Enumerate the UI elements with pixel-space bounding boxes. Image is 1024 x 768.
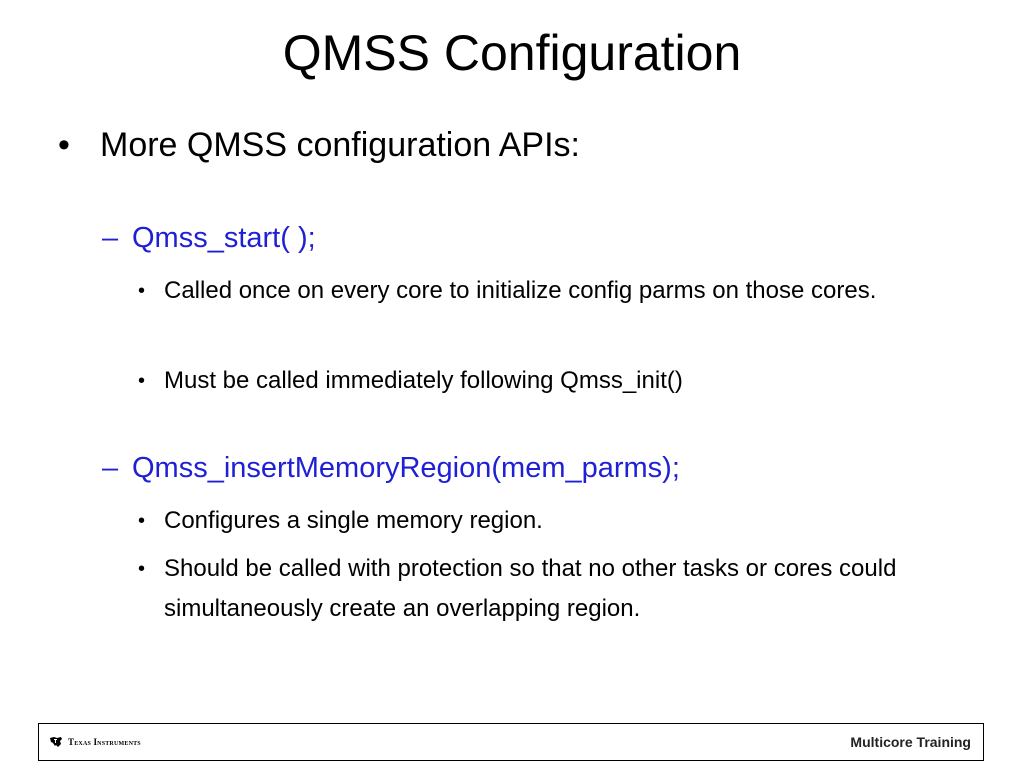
subitem-insert-memory-region-text: Qmss_insertMemoryRegion(mem_parms); [132,452,680,484]
slide-footer: Texas Instruments Multicore Training [38,723,984,761]
point-marker: • [138,510,146,532]
point-called-once: • Called once on every core to initializ… [138,271,968,311]
point-must-be-called: • Must be called immediately following Q… [138,361,968,401]
point-configures-region-text: Configures a single memory region. [164,507,543,534]
footer-training-label: Multicore Training [850,734,971,750]
subitem-qmss-start-text: Qmss_start( ); [132,222,316,254]
point-marker: • [138,280,146,302]
ti-brand: Texas Instruments [49,736,141,748]
subitem-insert-memory-region: – Qmss_insertMemoryRegion(mem_parms); [102,448,680,488]
texas-instruments-logo-icon [50,737,62,747]
ti-wordmark: Texas Instruments [68,737,141,747]
bullet-main-text: More QMSS configuration APIs: [100,126,580,164]
point-marker: • [138,370,146,392]
point-marker: • [138,558,146,580]
point-called-once-text: Called once on every core to initialize … [164,277,877,304]
point-configures-region: • Configures a single memory region. [138,501,968,541]
dash-marker: – [102,452,119,484]
dash-marker: – [102,222,119,254]
slide-title: QMSS Configuration [282,25,742,81]
point-protection-text: Should be called with protection so that… [164,555,897,622]
bullet-main: • More QMSS configuration APIs: [58,122,580,168]
point-protection: • Should be called with protection so th… [138,549,968,629]
bullet-marker: • [58,126,70,164]
subitem-qmss-start: – Qmss_start( ); [102,218,316,258]
point-must-be-called-text: Must be called immediately following Qms… [164,367,683,394]
